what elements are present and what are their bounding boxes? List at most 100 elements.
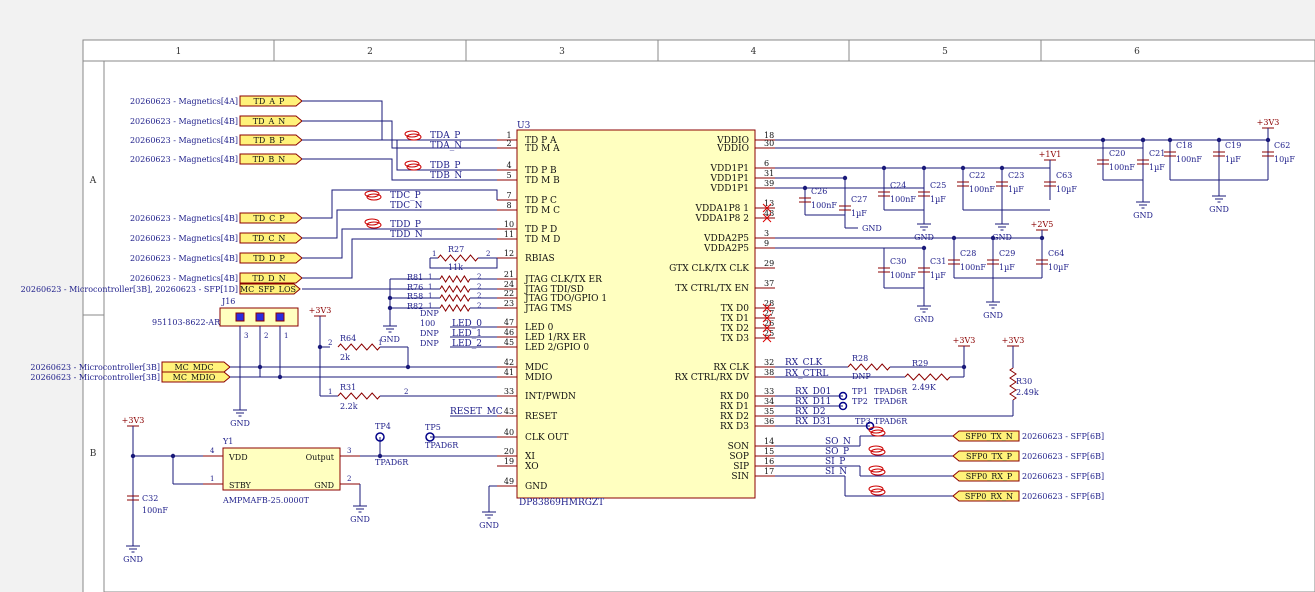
ic-pin-number: 42 <box>504 358 514 367</box>
net-label: RX_D11 <box>795 397 831 407</box>
capacitor-value: 100nF <box>1109 163 1135 172</box>
ic-pin-number: 37 <box>764 279 774 288</box>
ic-pin-number: 43 <box>504 407 514 416</box>
capacitor-value: 10µF <box>1056 185 1077 194</box>
pin-number: 3 <box>347 447 351 455</box>
ic-pin-number: 32 <box>764 358 774 367</box>
ic-pin-name: VDD1P1 <box>710 184 749 194</box>
ic-pin-number: 29 <box>764 259 774 268</box>
sheet-port <box>239 232 303 244</box>
ic-pin-name: TX D0 <box>721 304 749 314</box>
capacitor-ref: C21 <box>1149 149 1165 158</box>
net-label: LED_2 <box>452 339 482 349</box>
capacitor-ref: C27 <box>851 195 867 204</box>
ic-pin-number: 39 <box>764 179 774 188</box>
ic-pin-name: JTAG TDI/SD <box>524 285 584 295</box>
sheet-port <box>161 361 231 373</box>
sheet-port <box>239 115 303 127</box>
diff-pair-icon <box>366 193 382 201</box>
ic-pin-name: GTX CLK/TX CLK <box>669 264 749 274</box>
sheet-port-reference: 20260623 - Magnetics[4B] <box>130 234 238 243</box>
gnd-label: GND <box>350 515 370 524</box>
ic-pin-number: 2 <box>506 139 511 148</box>
ic-pin-number: 17 <box>764 467 774 476</box>
no-connect-mark <box>762 323 772 333</box>
capacitor-value: 100nF <box>811 201 837 210</box>
net-label: SO_P <box>825 447 849 457</box>
power-label: +3V3 <box>1257 118 1280 127</box>
testpoint-icon <box>865 421 875 431</box>
power-label: +1V1 <box>1039 150 1062 159</box>
junction-dot <box>387 295 393 301</box>
junction-dot <box>842 175 848 181</box>
pin-number: 1 <box>328 388 332 396</box>
sheet-port-net: TD_D_N <box>252 274 285 283</box>
sheet-port <box>952 490 1020 502</box>
net-label: LED_0 <box>452 319 482 329</box>
ic-pin-name: SOP <box>729 452 749 462</box>
resistor-value: 2k <box>340 353 350 362</box>
diff-pair-icon <box>870 448 886 456</box>
ic-pin-number: 19 <box>504 457 514 466</box>
ic-pin-number: 23 <box>504 299 514 308</box>
wire <box>429 258 498 269</box>
no-connect-mark <box>762 333 772 343</box>
ic-pin-name: RX D1 <box>720 402 749 412</box>
ic-pin-name: SIN <box>731 472 749 482</box>
no-connect-mark <box>762 313 772 323</box>
ic-pin-name: TX D1 <box>721 314 749 324</box>
gnd-label: GND <box>479 521 499 530</box>
ic-pin-name: TD M D <box>525 235 560 245</box>
capacitor-value: 100nF <box>890 271 916 280</box>
diff-pair-icon <box>868 445 884 453</box>
net-label: TDA_P <box>430 131 460 141</box>
pin-number: 2 <box>404 388 408 396</box>
wire <box>302 238 497 279</box>
ic-pin-number: 33 <box>764 387 774 396</box>
ic-pin-number: 4 <box>506 161 511 170</box>
ic-pin-name: RESET <box>525 412 557 422</box>
ic-pin-number: 13 <box>764 199 774 208</box>
sheet-port-net: SFP0_RX_P <box>966 472 1013 481</box>
ic-pin-name: TX CTRL/TX EN <box>675 284 749 294</box>
sheet-port-net: TD_A_P <box>254 97 286 106</box>
resistor-r64 <box>337 343 381 351</box>
frame-column-label: 1 <box>176 47 182 57</box>
net-label: RX_CLK <box>785 358 823 368</box>
ic-pin-name: RX CTRL/RX DV <box>675 373 750 383</box>
oscillator-part: AMPMAFB-25.0000T <box>222 496 310 505</box>
connector-part: 951103-8622-AR <box>152 318 221 327</box>
resistor-value: 11k <box>448 263 463 272</box>
ic-pin-name: CLK OUT <box>525 433 568 443</box>
ic-pin-number: 45 <box>504 338 514 347</box>
junction-dot <box>999 165 1005 171</box>
ic-pin-number: 21 <box>504 270 514 279</box>
net-label: TDB_P <box>430 161 460 171</box>
resistor-r30 <box>1009 367 1017 401</box>
ic-u3-ref: U3 <box>517 121 531 131</box>
ic-pin-number: 22 <box>504 289 514 298</box>
capacitor-value: 1µF <box>930 271 946 280</box>
net-label: TDD_N <box>390 230 423 240</box>
ic-pin-name: JTAG TDO/GPIO 1 <box>524 294 607 304</box>
capacitor-ref: C29 <box>999 249 1015 258</box>
net-label: RX_D2 <box>795 407 826 417</box>
diff-pair-icon <box>870 429 886 437</box>
testpoint-value: TPAD6R <box>375 458 409 467</box>
wire <box>302 139 497 171</box>
ic-pin-name: SON <box>728 442 750 452</box>
ic-pin-number: 14 <box>764 437 774 446</box>
sheet-port-reference: 20260623 - Magnetics[4B] <box>130 274 238 283</box>
ic-pin-name: VDDA1P8 1 <box>694 204 749 214</box>
frame-column-label: 3 <box>559 47 565 57</box>
ic-pin-number: 36 <box>764 417 774 426</box>
sheet-port-net: MC_MDIO <box>173 373 216 382</box>
ic-pin-number: 38 <box>764 368 774 377</box>
ic-pin-number: 6 <box>764 159 769 168</box>
ic-pin-name: SIP <box>733 462 749 472</box>
junction-dot <box>802 185 808 191</box>
net-label: LED_1 <box>452 329 482 339</box>
junction-dot <box>130 453 136 459</box>
capacitor-value: 1µF <box>930 195 946 204</box>
